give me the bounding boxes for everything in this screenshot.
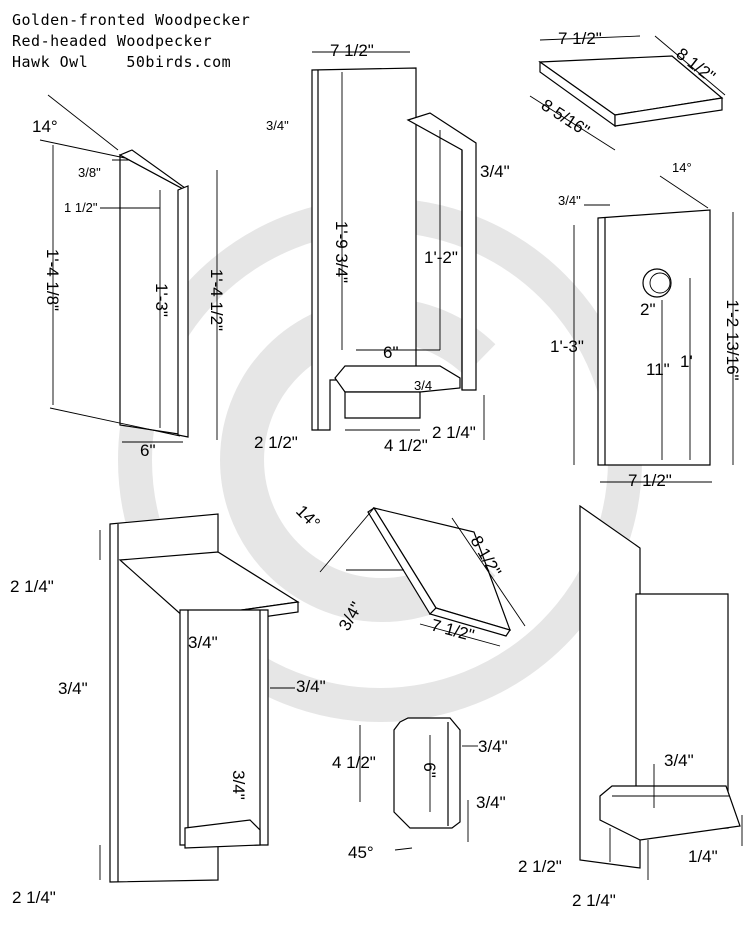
bottom-offset-label: 2 1/2" bbox=[254, 433, 298, 452]
side-piece-height-label: 1'-2" bbox=[424, 248, 458, 267]
assembled-front-view: 2 1/4" 3/4" 3/4" 3/4" 3/4" 2 1/4" bbox=[10, 513, 326, 907]
side-floor-thickness-label: 3/4" bbox=[664, 751, 694, 770]
side-back-height-label: 1'-4 1/2" bbox=[207, 269, 226, 331]
side-bottom-margin-label: 2 1/4" bbox=[572, 891, 616, 910]
title-red-headed: Red-headed Woodpecker bbox=[12, 32, 213, 50]
floor-piece-view: 4 1/2" 6" 3/4" 3/4" 45° bbox=[332, 717, 508, 862]
floor-piece-height-label: 4 1/2" bbox=[332, 753, 376, 772]
side-inset-label: 1 1/2" bbox=[64, 200, 98, 215]
floor-piece-bevel-label: 45° bbox=[348, 843, 374, 862]
back-height-label: 1'-9 3/4" bbox=[332, 221, 351, 283]
floor-piece-width-label: 6" bbox=[420, 762, 439, 778]
side-bevel-label: 3/8" bbox=[78, 165, 101, 180]
hole-diameter-label: 2" bbox=[640, 300, 656, 319]
top-margin-label: 2 1/4" bbox=[10, 577, 54, 596]
floor-width-label: 6" bbox=[383, 343, 399, 362]
side-bottom-offset-label: 2 1/2" bbox=[518, 857, 562, 876]
floor-thickness-vertical-label: 3/4" bbox=[229, 770, 248, 800]
floor-depth-label: 4 1/2" bbox=[384, 436, 428, 455]
front-total-height-label: 1'-2 13/16" bbox=[723, 299, 742, 380]
assembled-side-view: 3/4" 1/4" 2 1/2" 2 1/4" bbox=[518, 504, 743, 910]
roof-width-label: 7 1/2" bbox=[558, 29, 602, 48]
hole-height-11-label: 11" bbox=[646, 360, 670, 379]
title-hawk-owl-site: Hawk Owl 50birds.com bbox=[12, 53, 232, 71]
side-inner-height-label: 1'-3" bbox=[152, 283, 171, 317]
left-thickness-label: 3/4" bbox=[58, 679, 88, 698]
title-golden-fronted: Golden-fronted Woodpecker bbox=[12, 11, 251, 29]
front-width-label: 7 1/2" bbox=[628, 471, 672, 490]
side-panel-view: 14° 3/8" 1 1/2" 1'-4 1/8" 1'-3" 1'-4 1/2… bbox=[32, 94, 226, 460]
side-width-label: 6" bbox=[140, 441, 156, 460]
side-gap-label: 1/4" bbox=[688, 847, 718, 866]
side-piece-thickness-label: 3/4" bbox=[480, 162, 510, 181]
floor-piece-thickness-label: 3/4" bbox=[476, 793, 506, 812]
side-front-height-label: 1'-4 1/8" bbox=[43, 249, 62, 311]
floor-rise-label: 2 1/4" bbox=[432, 423, 476, 442]
back-width-label: 7 1/2" bbox=[330, 41, 374, 60]
hole-height-1ft-label: 1' bbox=[680, 352, 693, 371]
roof-thickness-label: 3/4" bbox=[188, 633, 218, 652]
roof-view: 7 1/2" 8 1/2" 8 5/16" bbox=[529, 29, 726, 151]
iso-angle-label: 14° bbox=[292, 501, 324, 533]
back-thickness-label: 3/4" bbox=[266, 118, 289, 133]
side-angle-label: 14° bbox=[32, 117, 58, 136]
front-height-label: 1'-3" bbox=[550, 337, 584, 356]
roof-iso-view: 14° 3/4" 8 1/2" 7 1/2" bbox=[292, 501, 526, 647]
bottom-margin-label: 2 1/4" bbox=[12, 888, 56, 907]
front-panel-view: 14° 3/4" 1'-3" 2" 11" 1' 1'-2 13/16" 7 1… bbox=[550, 160, 742, 490]
back-and-side-view: 7 1/2" 3/4" 1'-9 3/4" 3/4" 1'-2" 6" 3/4 … bbox=[254, 41, 510, 455]
floor-piece-edge-label: 3/4" bbox=[478, 737, 508, 756]
front-thickness-label: 3/4" bbox=[558, 193, 581, 208]
front-angle-label: 14° bbox=[672, 160, 692, 175]
right-thickness-label: 3/4" bbox=[296, 677, 326, 696]
floor-thickness-label: 3/4 bbox=[414, 378, 432, 393]
